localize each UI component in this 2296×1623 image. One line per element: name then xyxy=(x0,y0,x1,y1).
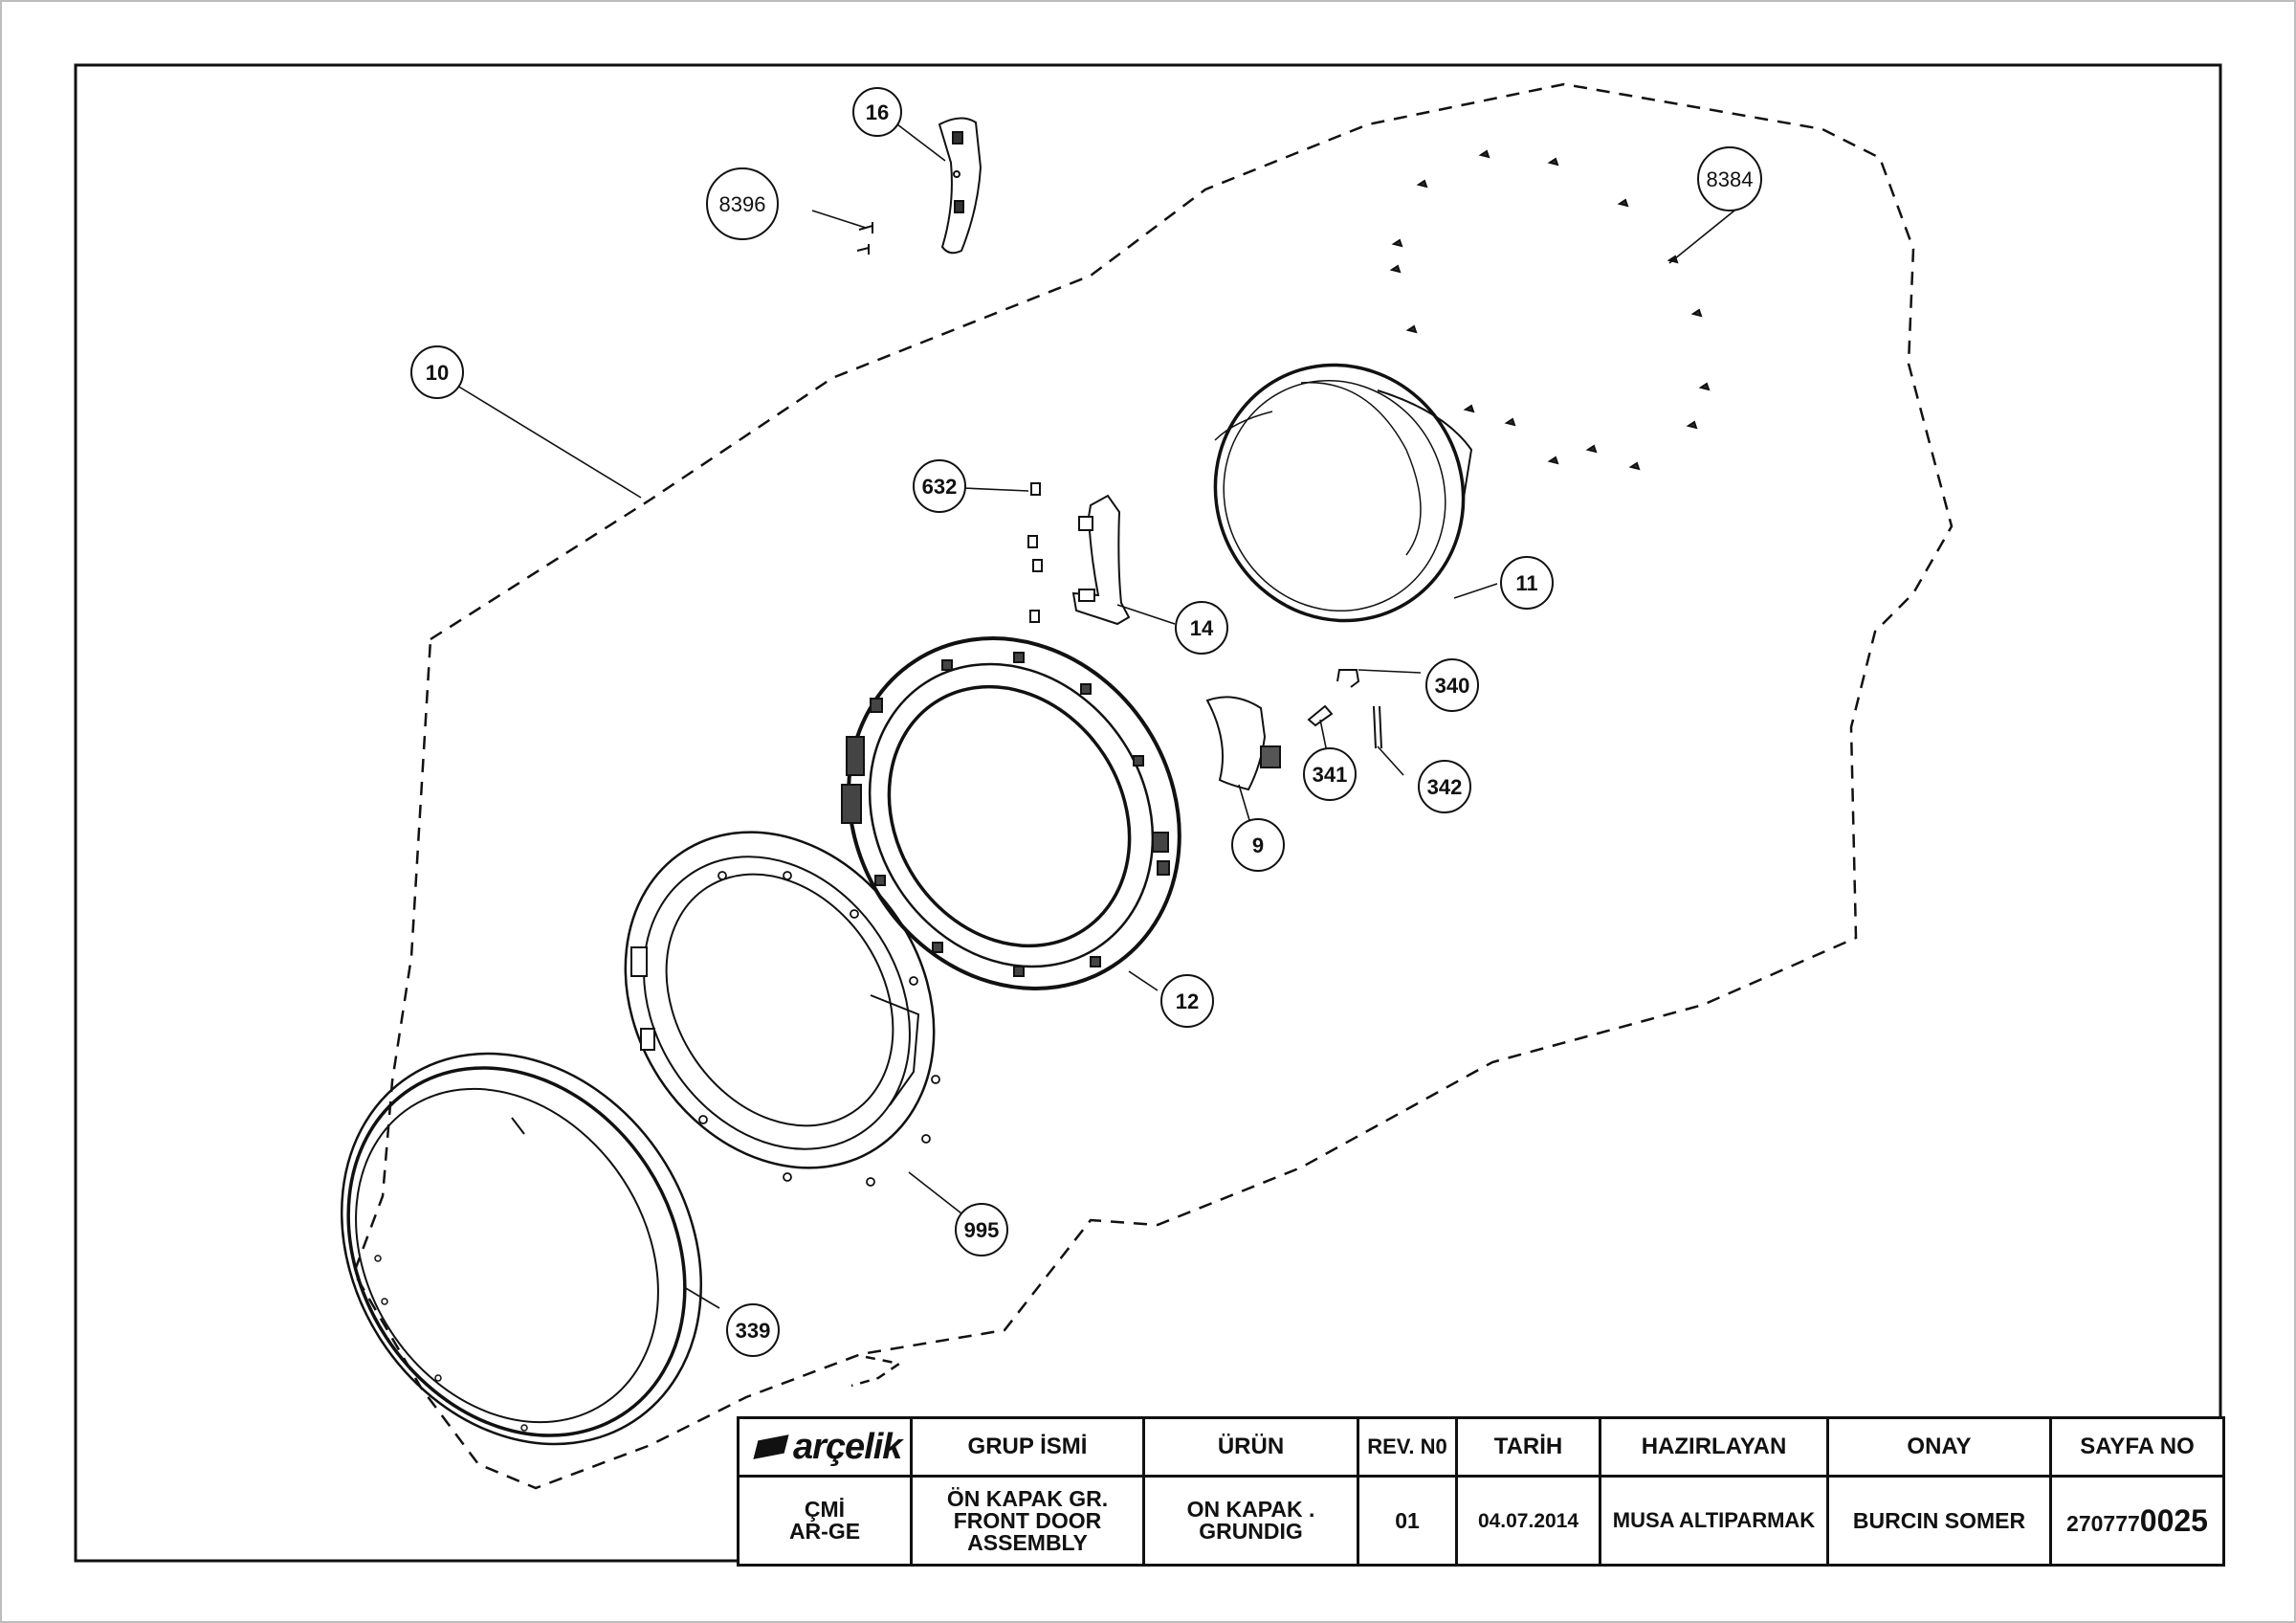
part-342-rod xyxy=(1373,705,1382,749)
logo-text: arçelik xyxy=(793,1427,902,1467)
header-page-no: SAYFA NO xyxy=(2049,1416,2225,1478)
title-block-value-row: ÇMİ AR-GE ÖN KAPAK GR. FRONT DOOR ASSEMB… xyxy=(737,1475,2225,1567)
callout-9-label: 9 xyxy=(1252,834,1264,857)
header-date: TARİH xyxy=(1455,1416,1601,1478)
product-cell: ON KAPAK . GRUNDIG xyxy=(1142,1475,1359,1567)
callout-340-label: 340 xyxy=(1435,674,1470,698)
department-line-1: ÇMİ xyxy=(804,1497,846,1522)
callout-11: 11 xyxy=(1500,556,1554,610)
part-12-inner-door-frame xyxy=(841,636,1181,990)
callout-342-label: 342 xyxy=(1427,775,1463,799)
group-name-line-1: ÖN KAPAK GR. xyxy=(946,1485,1109,1511)
callout-341-label: 341 xyxy=(1313,763,1348,787)
callout-11-label: 11 xyxy=(1515,571,1537,595)
page-no-value: 2707770025 xyxy=(2049,1475,2225,1567)
callout-16-label: 16 xyxy=(866,100,889,124)
callout-14-label: 14 xyxy=(1190,616,1214,640)
group-name-line-3: ASSEMBLY xyxy=(967,1529,1088,1555)
header-product: ÜRÜN xyxy=(1142,1416,1359,1478)
callout-9: 9 xyxy=(1231,818,1285,872)
part-14-hinge-bracket xyxy=(1071,494,1131,626)
part-11-door-glass xyxy=(1213,363,1473,623)
part-8384-screw-set xyxy=(1389,149,1711,471)
product-line-2: GRUNDIG xyxy=(1199,1519,1303,1544)
group-name-line-2: FRONT DOOR xyxy=(953,1507,1102,1533)
callout-14: 14 xyxy=(1175,601,1228,655)
callout-8384: 8384 xyxy=(1697,146,1762,211)
callout-8396-label: 8396 xyxy=(719,192,766,216)
callout-12-label: 12 xyxy=(1176,989,1199,1013)
page-no-prefix: 270777 xyxy=(2066,1511,2140,1536)
header-approval: ONAY xyxy=(1826,1416,2052,1478)
callout-10: 10 xyxy=(410,345,464,399)
header-rev: REV. N0 xyxy=(1357,1416,1458,1478)
company-logo: arçelik xyxy=(737,1416,913,1478)
group-name-cell: ÖN KAPAK GR. FRONT DOOR ASSEMBLY xyxy=(910,1475,1145,1567)
callout-16: 16 xyxy=(852,87,902,137)
title-block-header-row: arçelik GRUP İSMİ ÜRÜN REV. N0 TARİH HAZ… xyxy=(737,1416,2225,1478)
approval-value: BURCIN SOMER xyxy=(1826,1475,2052,1567)
callout-342: 342 xyxy=(1418,760,1471,813)
part-632-nuts xyxy=(1027,482,1043,623)
callout-632-label: 632 xyxy=(922,475,958,499)
prepared-by-value: MUSA ALTIPARMAK xyxy=(1599,1475,1829,1567)
callout-995-label: 995 xyxy=(964,1218,1000,1242)
callout-632: 632 xyxy=(913,459,966,513)
header-group-name: GRUP İSMİ xyxy=(910,1416,1145,1478)
date-value: 04.07.2014 xyxy=(1455,1475,1601,1567)
part-16-hinge-plate xyxy=(938,117,982,255)
drawing-frame xyxy=(74,63,2222,1563)
part-341-pin xyxy=(1307,704,1334,727)
front-panel-dashed-outline xyxy=(352,82,1954,1490)
callout-340: 340 xyxy=(1425,658,1479,712)
department-line-2: AR-GE xyxy=(788,1519,861,1544)
callout-8384-label: 8384 xyxy=(1707,167,1754,191)
callout-995: 995 xyxy=(955,1203,1008,1256)
part-339-outer-door-ring xyxy=(340,1052,703,1446)
leader-lines xyxy=(456,123,1740,1309)
callout-339: 339 xyxy=(726,1303,780,1357)
callout-10-label: 10 xyxy=(426,361,449,385)
part-9-door-handle xyxy=(1205,696,1281,791)
page-no-suffix: 0025 xyxy=(2139,1503,2208,1538)
part-340-spring xyxy=(1336,669,1360,688)
rev-value: 01 xyxy=(1357,1475,1458,1567)
logo-mark-icon xyxy=(753,1434,789,1459)
department-cell: ÇMİ AR-GE xyxy=(737,1475,913,1567)
title-block: arçelik GRUP İSMİ ÜRÜN REV. N0 TARİH HAZ… xyxy=(737,1416,2225,1567)
product-line-1: ON KAPAK . xyxy=(1186,1497,1315,1522)
part-995-door-trim-ring xyxy=(624,831,940,1187)
header-prepared-by: HAZIRLAYAN xyxy=(1599,1416,1829,1478)
callout-339-label: 339 xyxy=(736,1319,771,1343)
callout-341: 341 xyxy=(1303,747,1357,801)
callout-8396: 8396 xyxy=(706,167,779,240)
outline-notch xyxy=(850,1355,903,1388)
callout-12: 12 xyxy=(1160,974,1214,1028)
